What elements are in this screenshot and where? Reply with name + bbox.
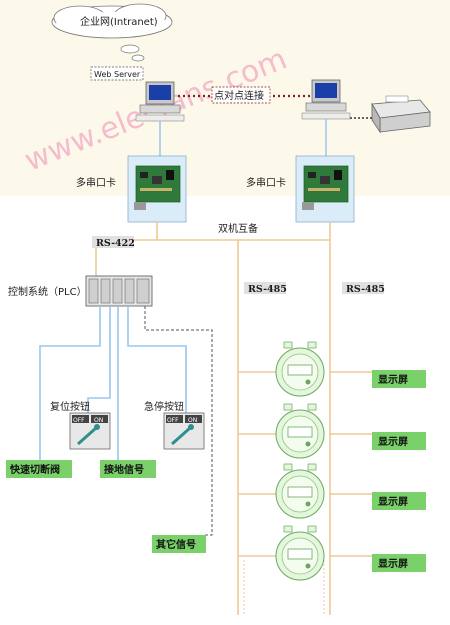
estop-off-text: OFF <box>167 417 179 424</box>
other-signal-box <box>152 535 206 553</box>
intranet-cloud: 企业网(Intranet) <box>51 3 173 62</box>
estop-on-text: ON <box>188 417 197 424</box>
display-4: 显示屏 <box>372 554 426 572</box>
estop-button-label: 急停按钮 <box>144 400 184 413</box>
reset-switch-icon: OFF ON <box>69 412 111 450</box>
rs-bus-lines <box>95 222 375 615</box>
other-signal-label: 其它信号 <box>156 538 196 551</box>
plc-signal-lines <box>39 306 187 460</box>
rs485-a-tag <box>244 282 286 294</box>
p2p-link-box <box>211 86 271 104</box>
right-serial-card <box>295 155 355 223</box>
rs422-label: RS-422 <box>96 238 135 249</box>
right-serial-label: 多串口卡 <box>246 176 286 189</box>
reset-button-label: 复位按钮 <box>50 400 90 413</box>
estop-switch-icon: OFF ON <box>163 412 205 450</box>
display-3: 显示屏 <box>372 492 426 510</box>
meter-device-icon <box>275 403 325 459</box>
display-1: 显示屏 <box>372 370 426 388</box>
dual-backup-label: 双机互备 <box>218 222 258 235</box>
left-computer-icon <box>135 81 185 122</box>
left-serial-label: 多串口卡 <box>76 176 116 189</box>
ground-signal-label: 接地信号 <box>104 463 144 476</box>
intranet-label: 企业网(Intranet) <box>80 15 158 28</box>
plc-other-signal-line <box>144 306 213 536</box>
meter-device-icon <box>275 341 325 397</box>
reset-on-text: ON <box>94 417 103 424</box>
display-2-label: 显示屏 <box>378 436 408 448</box>
meter-device-icon <box>275 463 325 519</box>
display-3-label: 显示屏 <box>378 496 408 508</box>
p2p-link-label: 点对点连接 <box>214 89 264 102</box>
ground-signal-box <box>100 460 156 478</box>
rs485-a-label: RS-485 <box>248 284 287 295</box>
web-server-label: Web Server <box>94 70 141 79</box>
plc-rack-icon <box>85 275 153 307</box>
web-server-box <box>90 66 144 81</box>
reset-off-text: OFF <box>73 417 85 424</box>
quick-valve-label: 快速切断阀 <box>9 463 60 476</box>
left-serial-card <box>127 155 187 223</box>
display-2: 显示屏 <box>372 432 426 450</box>
meter-device-icon <box>275 525 325 581</box>
meter-devices <box>275 341 325 581</box>
rs422-tag <box>92 236 134 248</box>
plc-label: 控制系统（PLC） <box>8 285 87 298</box>
rs485-b-tag <box>342 282 384 294</box>
right-computer-icon <box>301 79 351 120</box>
display-4-label: 显示屏 <box>378 558 408 570</box>
quick-valve-box <box>6 460 72 478</box>
printer-icon <box>371 95 431 134</box>
display-1-label: 显示屏 <box>378 374 408 386</box>
rs485-b-label: RS-485 <box>346 284 385 295</box>
